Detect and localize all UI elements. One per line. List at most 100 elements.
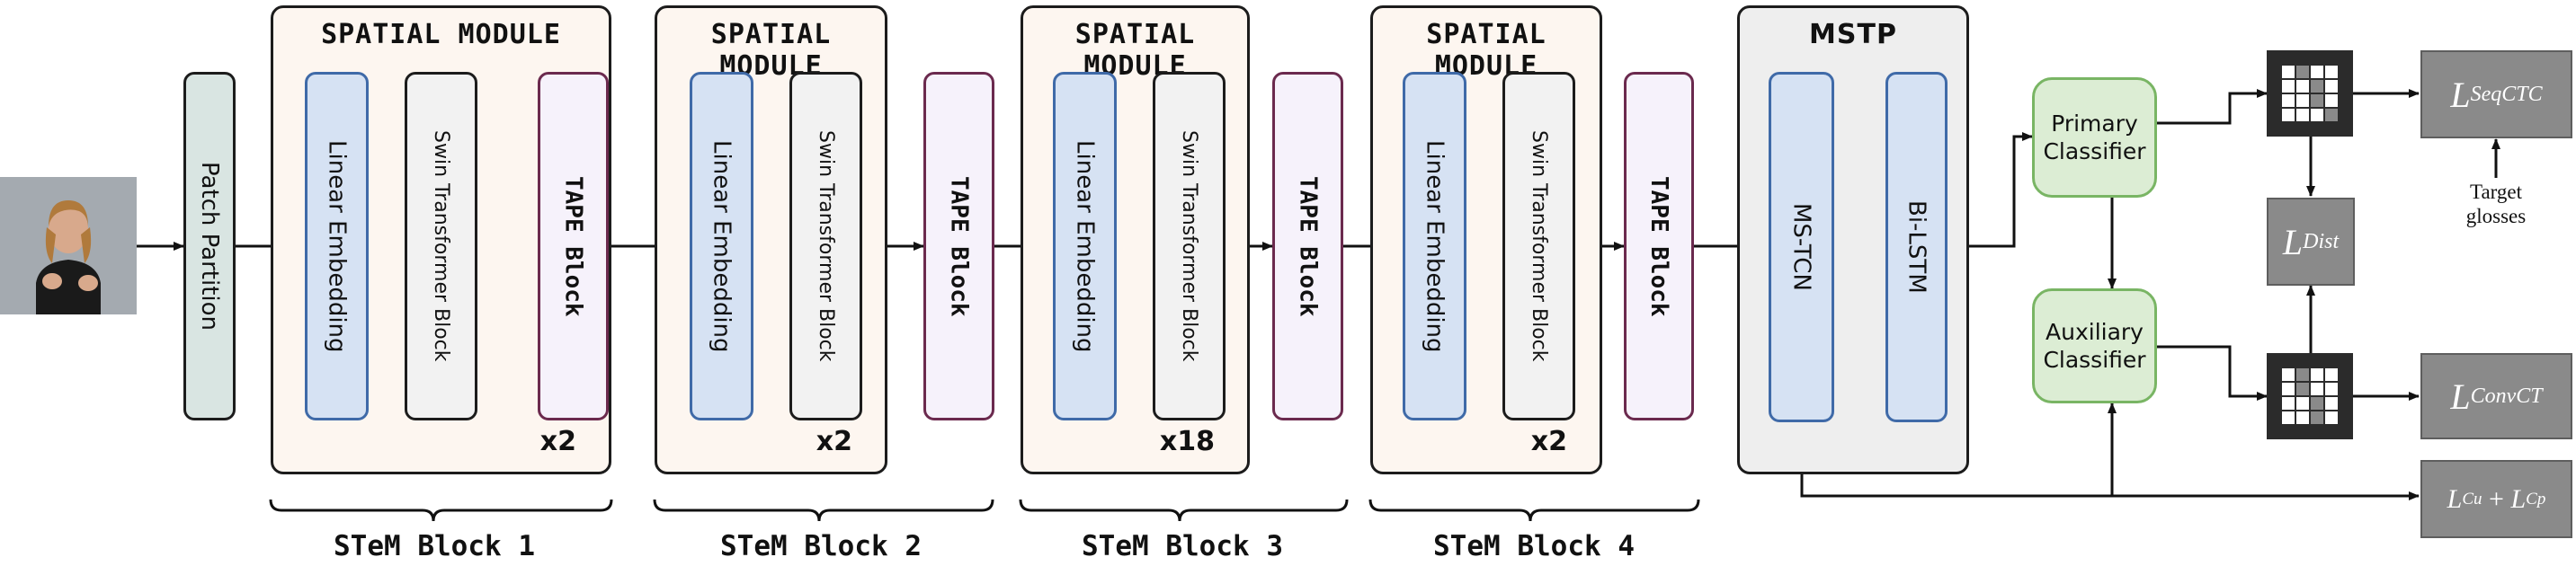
grid-cell [2324, 425, 2339, 439]
grid-cell [2339, 50, 2353, 65]
tape-block-2: TAPE Block [923, 72, 994, 420]
linear-embedding-block-3: Linear Embedding [1053, 72, 1117, 420]
grid-cell [2324, 79, 2339, 93]
swin-transformer-block-3: Swin Transformer Block [1153, 72, 1226, 420]
output-grid-primary [2267, 50, 2353, 137]
swin-transformer-block-4: Swin Transformer Block [1502, 72, 1575, 420]
grid-cell [2281, 411, 2295, 425]
loss-symbol-b: L [2510, 483, 2527, 514]
linear-embedding-block-1: Linear Embedding [305, 72, 369, 420]
stem-block-label-4: STeM Block 4 [1433, 530, 1635, 562]
loss-symbol: L [2450, 74, 2471, 115]
swin-transformer-label: Swin Transformer Block [1528, 130, 1550, 362]
brace-stem-3 [1019, 499, 1349, 522]
tape-block-label: TAPE Block [559, 175, 587, 317]
grid-cell [2267, 79, 2281, 93]
brace-stem-1 [269, 499, 613, 522]
repeat-count: x2 [1530, 426, 1567, 457]
linear-embedding-block-2: Linear Embedding [690, 72, 753, 420]
grid-cell [2339, 425, 2353, 439]
grid-cell [2310, 425, 2324, 439]
patch-partition-block: Patch Partition [183, 72, 236, 420]
grid-cell [2339, 108, 2353, 122]
grid-cell [2281, 79, 2295, 93]
repeat-count: x2 [539, 426, 576, 457]
grid-cell [2310, 50, 2324, 65]
grid-cell [2310, 108, 2324, 122]
grid-cell [2281, 396, 2295, 411]
tape-block-label: TAPE Block [945, 175, 973, 317]
grid-cell [2295, 65, 2310, 79]
grid-cell [2281, 382, 2295, 396]
linear-embedding-label: Linear Embedding [1421, 139, 1448, 353]
grid-cell [2295, 79, 2310, 93]
grid-cell [2267, 122, 2281, 137]
auxiliary-classifier-line2: Classifier [2043, 347, 2146, 373]
grid-cell [2281, 353, 2295, 367]
loss-plus: + [2482, 483, 2511, 514]
linear-embedding-label: Linear Embedding [323, 139, 351, 353]
loss-subscript-b: Cp [2526, 489, 2546, 509]
grid-cell [2295, 382, 2310, 396]
grid-cell [2310, 382, 2324, 396]
grid-cell [2267, 50, 2281, 65]
tape-block-3: TAPE Block [1272, 72, 1343, 420]
grid-cell [2324, 93, 2339, 108]
grid-cell [2310, 411, 2324, 425]
ms-tcn-block: MS-TCN [1769, 72, 1834, 422]
grid-cell [2339, 79, 2353, 93]
grid-cell [2339, 353, 2353, 367]
grid-cell [2339, 122, 2353, 137]
mstp-title: MSTP [1809, 19, 1897, 50]
output-grid-auxiliary [2267, 353, 2353, 439]
signer-icon [0, 177, 137, 314]
loss-subscript: Dist [2303, 229, 2340, 253]
input-frame-image [0, 177, 137, 314]
grid-cell [2324, 108, 2339, 122]
bi-lstm-block: Bi-LSTM [1885, 72, 1948, 422]
brace-stem-2 [653, 499, 994, 522]
arrow-lstm-to-primary [1948, 132, 2033, 248]
grid-cell [2281, 93, 2295, 108]
grid-cell [2310, 65, 2324, 79]
tape-block-4: TAPE Block [1624, 72, 1694, 420]
grid-cell [2295, 425, 2310, 439]
spatial-module-title: SPATIAL MODULE [710, 19, 832, 82]
brace-stem-4 [1368, 499, 1700, 522]
swin-transformer-label: Swin Transformer Block [1178, 130, 1200, 362]
grid-cell [2267, 108, 2281, 122]
loss-symbol: L [2450, 376, 2471, 417]
linear-embedding-block-4: Linear Embedding [1403, 72, 1466, 420]
grid-cell [2267, 425, 2281, 439]
stem-block-label-1: STeM Block 1 [334, 530, 535, 562]
ms-tcn-label: MS-TCN [1787, 203, 1815, 291]
grid-cell [2339, 367, 2353, 382]
grid-cell [2281, 367, 2295, 382]
grid-cell [2310, 93, 2324, 108]
grid-cell [2281, 122, 2295, 137]
stem-block-label-3: STeM Block 3 [1082, 530, 1283, 562]
grid-cell [2324, 367, 2339, 382]
target-line2: glosses [2465, 205, 2527, 227]
grid-cell [2310, 79, 2324, 93]
grid-cell [2281, 65, 2295, 79]
swin-transformer-label: Swin Transformer Block [815, 130, 837, 362]
grid-cell [2339, 396, 2353, 411]
grid-cell [2310, 396, 2324, 411]
grid-cell [2267, 367, 2281, 382]
grid-cell [2281, 108, 2295, 122]
loss-subscript: ConvCT [2470, 384, 2543, 408]
grid-cell [2295, 93, 2310, 108]
grid-cell [2267, 353, 2281, 367]
grid-cell [2324, 396, 2339, 411]
grid-cell [2295, 411, 2310, 425]
grid-cell [2295, 122, 2310, 137]
grid-cell [2281, 50, 2295, 65]
